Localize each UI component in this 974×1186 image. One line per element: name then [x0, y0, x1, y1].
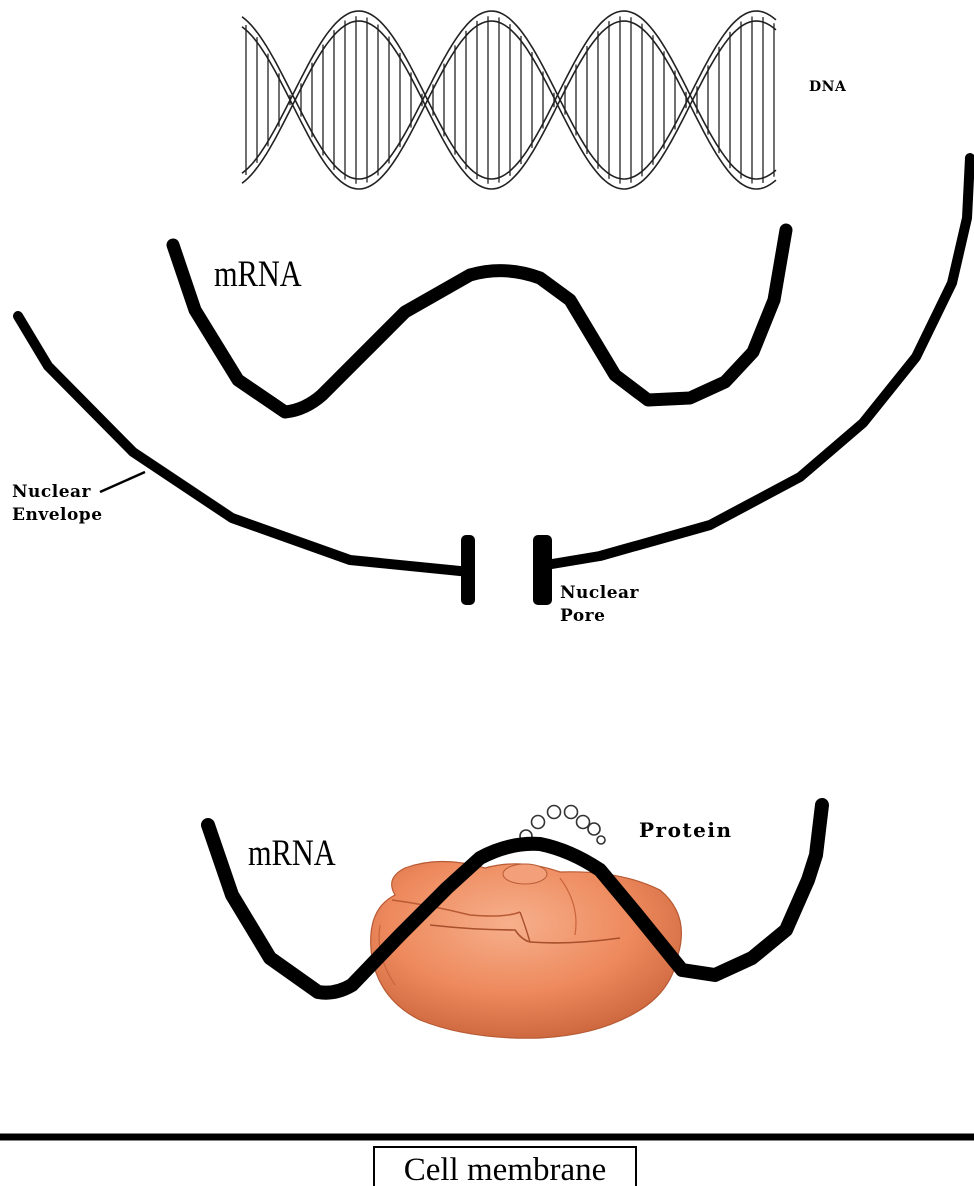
- nuclear-envelope-leader: [100, 472, 145, 492]
- nuclear-pore-right-post: [533, 535, 552, 605]
- protein-label: Protein: [639, 818, 733, 842]
- nuclear-pore-left-post: [461, 535, 475, 605]
- nuclear-pore-label-line-2: Pore: [560, 605, 639, 628]
- dna-label: DNA: [809, 79, 846, 95]
- dna-helix-icon: [242, 11, 776, 189]
- nuclear-pore-label: Nuclear Pore: [560, 582, 639, 628]
- nuclear-envelope-left: [18, 316, 470, 572]
- mrna-bottom-label: mRNA: [248, 832, 336, 875]
- mrna-top-label: mRNA: [214, 253, 302, 296]
- cell-membrane-label: Cell membrane: [373, 1146, 637, 1186]
- nuclear-envelope-label: Nuclear Envelope: [12, 481, 103, 527]
- nuclear-envelope-label-line-2: Envelope: [12, 504, 103, 527]
- ribosome-icon: [371, 862, 682, 1039]
- nuclear-pore-label-line-1: Nuclear: [560, 582, 639, 605]
- nuclear-envelope-label-line-1: Nuclear: [12, 481, 103, 504]
